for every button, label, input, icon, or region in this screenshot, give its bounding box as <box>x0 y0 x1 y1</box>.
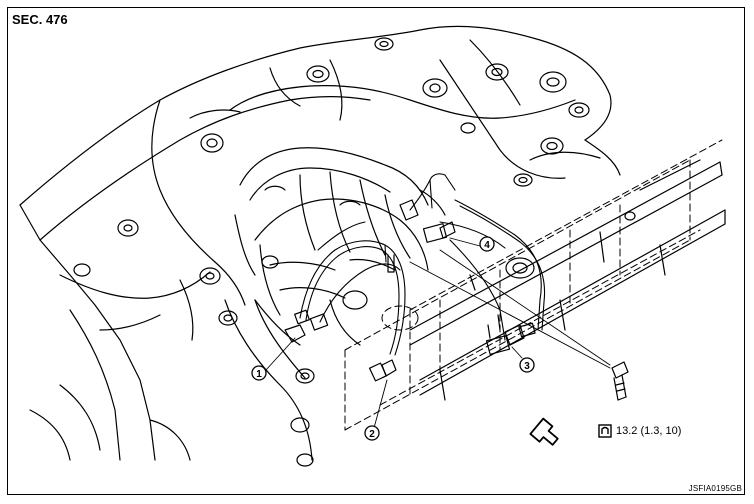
brake-tubes <box>299 173 546 356</box>
mount-bushings <box>73 37 636 467</box>
svg-text:2: 2 <box>369 429 375 440</box>
figure-id: JSFIA0195GB <box>688 484 742 493</box>
svg-text:4: 4 <box>484 240 490 251</box>
svg-text:3: 3 <box>524 361 530 372</box>
torque-spec: 13.2 (1.3, 10) <box>598 424 681 438</box>
svg-text:1: 1 <box>256 369 262 380</box>
callout-4: 4 <box>479 236 495 252</box>
callout-3: 3 <box>519 357 535 373</box>
final-drive-assembly <box>234 147 446 346</box>
torque-spec-value: 13.2 (1.3, 10) <box>616 425 682 437</box>
torque-wrench-icon <box>598 424 612 438</box>
leader-lines <box>265 237 611 429</box>
diagram-frame <box>7 7 745 495</box>
front-direction-arrow-icon <box>529 417 559 446</box>
callout-2: 2 <box>364 425 380 441</box>
bolt <box>611 361 629 401</box>
suspension-member <box>19 25 621 461</box>
rear-cross-member <box>409 159 726 401</box>
hose-fittings <box>284 221 536 382</box>
section-label: SEC. 476 <box>12 12 68 27</box>
callout-1: 1 <box>251 365 267 381</box>
